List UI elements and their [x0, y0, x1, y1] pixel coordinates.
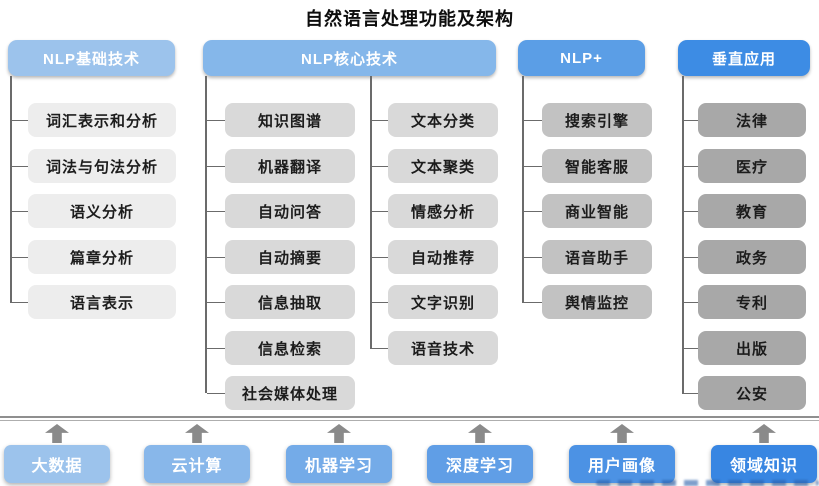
diagram-node: 商业智能 — [522, 194, 652, 228]
diagram-node: 智能客服 — [522, 149, 652, 183]
diagram-node: 知识图谱 — [207, 103, 355, 137]
up-arrow-icon — [327, 424, 351, 443]
diagram-node: 词法与句法分析 — [10, 149, 176, 183]
diagram-node: 社会媒体处理 — [207, 376, 355, 410]
up-arrow-icon — [752, 424, 776, 443]
diagram-node: 专利 — [682, 285, 806, 319]
diagram-node: 文本分类 — [370, 103, 498, 137]
diagram-node: 词汇表示和分析 — [10, 103, 176, 137]
diagram-node: 医疗 — [682, 149, 806, 183]
diagram-node: 情感分析 — [370, 194, 498, 228]
diagram-node: 自动问答 — [207, 194, 355, 228]
diagram-node: 文字识别 — [370, 285, 498, 319]
diagram-node: 自动推荐 — [370, 240, 498, 274]
diagram-node: 政务 — [682, 240, 806, 274]
diagram-node: 信息抽取 — [207, 285, 355, 319]
foundation-node: 大数据 — [4, 445, 110, 483]
foundation-node: 用户画像 — [569, 445, 675, 483]
separator-line-bottom — [0, 419, 819, 421]
foundation-node: 机器学习 — [286, 445, 392, 483]
diagram-node: 信息检索 — [207, 331, 355, 365]
watermark-partial — [596, 480, 819, 486]
diagram-node: 机器翻译 — [207, 149, 355, 183]
separator-line-top — [0, 416, 819, 418]
diagram-node: 自动摘要 — [207, 240, 355, 274]
diagram-node: 语义分析 — [10, 194, 176, 228]
diagram-node: 文本聚类 — [370, 149, 498, 183]
diagram-node: 语音助手 — [522, 240, 652, 274]
column-header-nlp-basics: NLP基础技术 — [8, 40, 175, 76]
diagram-title: 自然语言处理功能及架构 — [305, 9, 514, 29]
diagram-node: 公安 — [682, 376, 806, 410]
up-arrow-icon — [610, 424, 634, 443]
diagram-node: 语音技术 — [370, 331, 498, 365]
diagram-node: 教育 — [682, 194, 806, 228]
up-arrow-icon — [185, 424, 209, 443]
diagram-node: 篇章分析 — [10, 240, 176, 274]
column-header-nlp-core: NLP核心技术 — [203, 40, 496, 76]
diagram-node: 法律 — [682, 103, 806, 137]
diagram-node: 搜索引擎 — [522, 103, 652, 137]
up-arrow-icon — [45, 424, 69, 443]
diagram-node: 出版 — [682, 331, 806, 365]
foundation-node: 云计算 — [144, 445, 250, 483]
up-arrow-icon — [468, 424, 492, 443]
column-header-nlp-plus: NLP+ — [518, 40, 645, 76]
connector-trunk-col3 — [522, 76, 524, 302]
diagram-node: 舆情监控 — [522, 285, 652, 319]
foundation-node: 深度学习 — [427, 445, 533, 483]
connector-trunk-col1 — [10, 76, 12, 302]
column-header-vertical-apps: 垂直应用 — [678, 40, 810, 76]
connector-trunk-col2-right — [370, 76, 372, 348]
foundation-node: 领域知识 — [711, 445, 817, 483]
connector-trunk-col4 — [682, 76, 684, 393]
connector-trunk-col2-left — [205, 76, 207, 393]
diagram-node: 语言表示 — [10, 285, 176, 319]
